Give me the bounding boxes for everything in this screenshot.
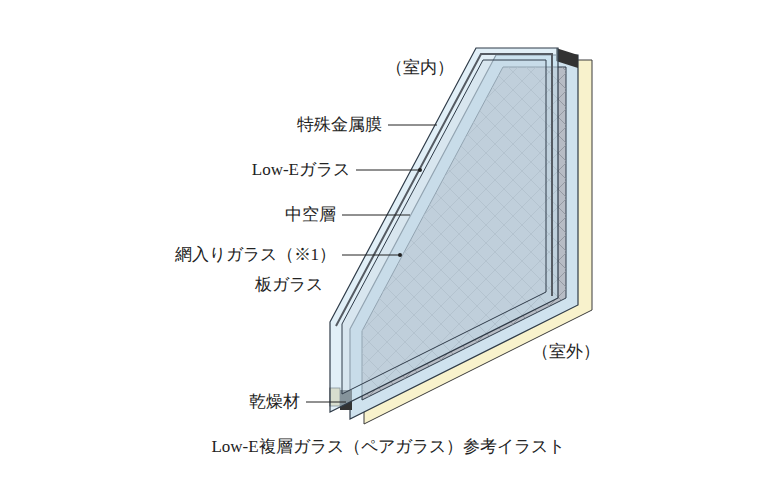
- metal-film: [336, 54, 552, 326]
- leader-line: [342, 215, 410, 216]
- spacer: [556, 48, 578, 68]
- leader-dot: [398, 253, 402, 257]
- part-label: 中空層: [285, 205, 336, 225]
- part-label: 板ガラス: [255, 275, 323, 295]
- leader-line: [306, 402, 346, 403]
- low-e-glass-face: [342, 60, 546, 394]
- part-label: 乾燥材: [249, 392, 300, 412]
- low-e-glass-pane: [330, 48, 558, 412]
- room-label: （室外）: [532, 342, 600, 362]
- part-label: 網入りガラス（※1）: [175, 245, 337, 265]
- leader-dot: [418, 168, 422, 172]
- leader-line: [388, 125, 437, 126]
- leader-line: [342, 255, 400, 256]
- caption: Low-E複層ガラス（ペアガラス）参考イラスト: [211, 437, 564, 457]
- part-label: 特殊金属膜: [297, 115, 382, 135]
- leader-line: [356, 170, 420, 171]
- room-label: （室内）: [386, 58, 454, 78]
- part-label: Low-Eガラス: [252, 160, 350, 180]
